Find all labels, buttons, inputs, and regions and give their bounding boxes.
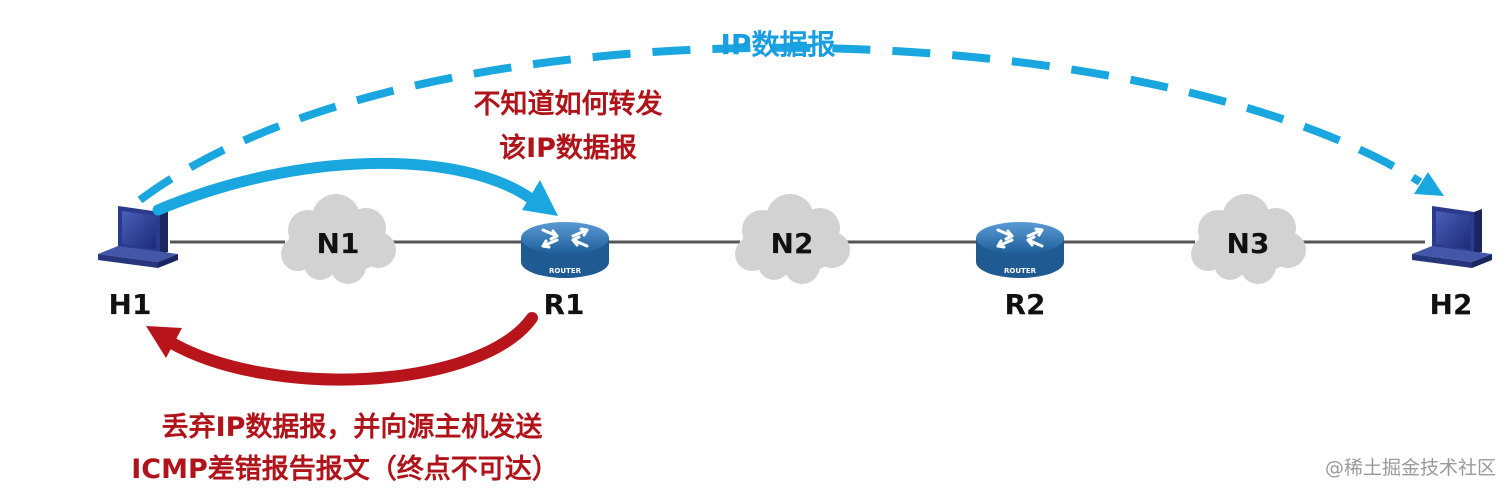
host-label-h2: H2 — [1430, 288, 1473, 321]
network-label-n2: N2 — [771, 227, 814, 260]
host-label-h1: H1 — [109, 288, 152, 321]
router-badge-r2: ROUTER — [1004, 267, 1037, 275]
router-r1: ROUTER — [521, 222, 609, 278]
host-h2 — [1412, 206, 1492, 268]
datagram-label: IP数据报 — [721, 28, 836, 61]
cloud-icon — [1191, 194, 1306, 284]
router-icon: ROUTER — [976, 222, 1064, 278]
computer-icon — [1412, 206, 1492, 268]
router-icon: ROUTER — [521, 222, 609, 278]
icmp-return-arrowhead — [146, 326, 182, 358]
r1-problem-line-2: 该IP数据报 — [499, 132, 637, 164]
forward-path-arrow — [152, 157, 536, 216]
r1-problem-line-1: 不知道如何转发 — [474, 88, 663, 120]
cloud-n3: N3 — [1191, 194, 1306, 284]
router-label-r2: R2 — [1004, 288, 1045, 321]
computer-icon — [98, 206, 178, 268]
network-label-n1: N1 — [317, 227, 360, 260]
icmp-note-line-1: 丢弃IP数据报，并向源主机发送 — [162, 411, 543, 443]
icmp-return-arrow — [164, 312, 538, 386]
watermark: @稀土掘金技术社区 — [1325, 457, 1496, 479]
cloud-icon — [735, 194, 850, 284]
cloud-n2: N2 — [735, 194, 850, 284]
cloud-icon — [281, 194, 396, 284]
router-badge-r1: ROUTER — [549, 267, 582, 275]
forward-path-arrowhead — [522, 180, 558, 216]
network-label-n3: N3 — [1227, 227, 1270, 260]
router-r2: ROUTER — [976, 222, 1064, 278]
icmp-note-line-2: ICMP差错报告报文（终点不可达） — [131, 453, 559, 485]
intended-path-arrow — [137, 43, 1423, 204]
router-label-r1: R1 — [543, 288, 584, 321]
intended-path-arrowhead — [1414, 172, 1444, 196]
host-h1 — [98, 206, 178, 268]
cloud-n1: N1 — [281, 194, 396, 284]
